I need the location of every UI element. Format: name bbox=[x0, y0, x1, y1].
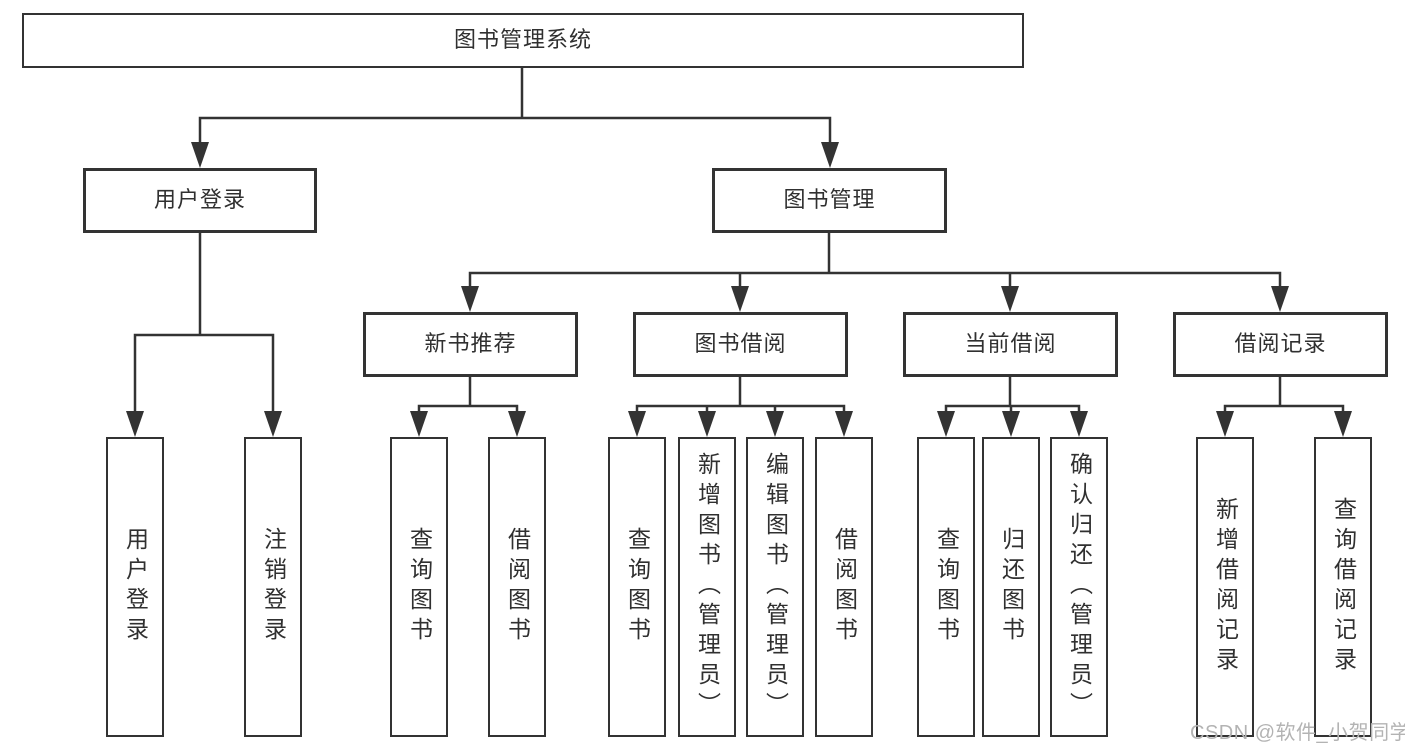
node-confirm-return-admin: 确认归还（管理员） bbox=[1050, 437, 1108, 737]
node-label: 图书管理 bbox=[783, 187, 876, 213]
node-book-management: 图书管理 bbox=[712, 168, 947, 233]
node-label: 编辑图书（管理员） bbox=[762, 452, 789, 722]
csdn-watermark: CSDN @软件_小贺同学 bbox=[1190, 722, 1405, 744]
node-label: 当前借阅 bbox=[964, 331, 1057, 357]
node-new-book-recommend: 新书推荐 bbox=[363, 312, 578, 377]
node-label: 借阅图书 bbox=[831, 527, 858, 647]
node-label: 借阅图书 bbox=[504, 527, 531, 647]
node-query-books-current: 查询图书 bbox=[917, 437, 975, 737]
connector-currentborrow-to-leaves bbox=[944, 377, 1081, 414]
node-label: 注销登录 bbox=[260, 527, 287, 647]
node-current-borrowing: 当前借阅 bbox=[903, 312, 1118, 377]
connector-newbooks-to-leaves bbox=[417, 377, 519, 414]
node-label: 归还图书 bbox=[998, 527, 1025, 647]
node-query-borrow-record: 查询借阅记录 bbox=[1314, 437, 1372, 737]
node-book-borrowing: 图书借阅 bbox=[633, 312, 848, 377]
node-add-books-admin: 新增图书（管理员） bbox=[678, 437, 736, 737]
node-label: 查询借阅记录 bbox=[1330, 497, 1357, 677]
node-logout: 注销登录 bbox=[244, 437, 302, 737]
node-user-login-leaf: 用户登录 bbox=[106, 437, 164, 737]
node-label: 查询图书 bbox=[933, 527, 960, 647]
node-label: 借阅记录 bbox=[1234, 331, 1327, 357]
node-label: 图书管理系统 bbox=[453, 27, 592, 53]
node-label: 新增图书（管理员） bbox=[694, 452, 721, 722]
arrowheads bbox=[126, 142, 1352, 437]
node-query-books-newrec: 查询图书 bbox=[390, 437, 448, 737]
connector-userlogin-to-leaves bbox=[133, 233, 275, 413]
node-label: 查询图书 bbox=[624, 527, 651, 647]
node-label: 新增借阅记录 bbox=[1212, 497, 1239, 677]
node-label: 确认归还（管理员） bbox=[1066, 452, 1093, 722]
node-label: 用户登录 bbox=[153, 187, 246, 213]
node-borrow-books-newrec: 借阅图书 bbox=[488, 437, 546, 737]
node-label: 用户登录 bbox=[122, 527, 149, 647]
node-label: 查询图书 bbox=[406, 527, 433, 647]
node-library-management-system: 图书管理系统 bbox=[22, 13, 1024, 68]
node-user-login: 用户登录 bbox=[83, 168, 317, 233]
node-borrow-records: 借阅记录 bbox=[1173, 312, 1388, 377]
node-query-books-borrow: 查询图书 bbox=[608, 437, 666, 737]
node-edit-books-admin: 编辑图书（管理员） bbox=[746, 437, 804, 737]
connector-root-to-level2 bbox=[198, 68, 832, 144]
node-label: 新书推荐 bbox=[424, 331, 517, 357]
node-label: 图书借阅 bbox=[694, 331, 787, 357]
node-add-borrow-record: 新增借阅记录 bbox=[1196, 437, 1254, 737]
connector-bookmgmt-to-level3 bbox=[468, 233, 1282, 288]
connector-borrowrecords-to-leaves bbox=[1223, 377, 1345, 414]
node-borrow-books-borrow: 借阅图书 bbox=[815, 437, 873, 737]
node-return-books: 归还图书 bbox=[982, 437, 1040, 737]
connector-bookborrow-to-leaves bbox=[635, 377, 846, 414]
